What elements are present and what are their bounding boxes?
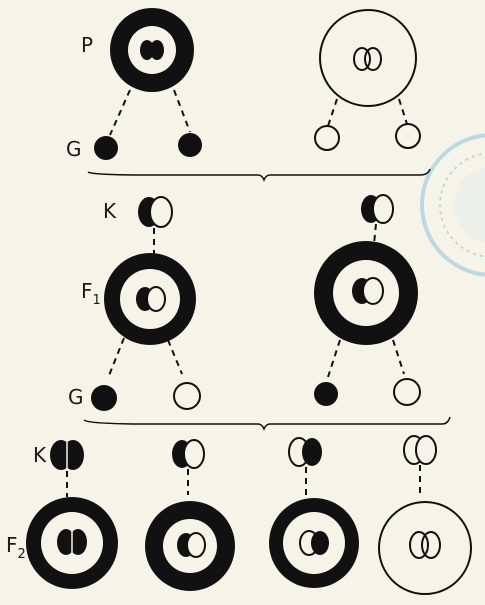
f2-zygote-1 (50, 440, 84, 470)
f2-zygote-3 (289, 438, 322, 466)
library-stamp (422, 135, 485, 275)
zygote-left (138, 197, 172, 227)
gamete-dark-2 (178, 133, 202, 157)
gamete-light-2 (396, 124, 420, 148)
label-g-top: G (66, 137, 82, 161)
gamete-dark-1 (94, 136, 118, 160)
brace-bottom (84, 417, 450, 429)
gamete-mid-dark-2 (314, 382, 338, 406)
zygote-right (361, 195, 393, 223)
f2-cell-1 (26, 497, 118, 589)
f2-lines (67, 465, 420, 497)
gamete-mid-light-1 (174, 383, 200, 409)
f2-cell-2 (145, 501, 235, 591)
label-f2: F2 (6, 533, 26, 562)
f1-cell-left (104, 253, 196, 345)
f2-cell-3 (269, 498, 359, 588)
gamete-light-1 (315, 126, 339, 150)
brace-top (88, 169, 430, 180)
f1-cell-right (314, 241, 418, 345)
gamete-mid-light-2 (394, 379, 420, 405)
gamete-mid-dark-1 (91, 385, 117, 411)
label-f1: F1 (81, 279, 101, 308)
parent-dark-cell (110, 8, 194, 92)
f2-zygote-2 (172, 440, 204, 468)
label-p: P (81, 33, 93, 57)
label-g-mid: G (68, 385, 84, 409)
f2-cell-4 (379, 502, 471, 594)
f2-zygote-4 (404, 436, 436, 464)
label-k-first: K (103, 199, 117, 223)
parent-light-cell (320, 10, 416, 106)
label-k-second: K (33, 443, 47, 467)
